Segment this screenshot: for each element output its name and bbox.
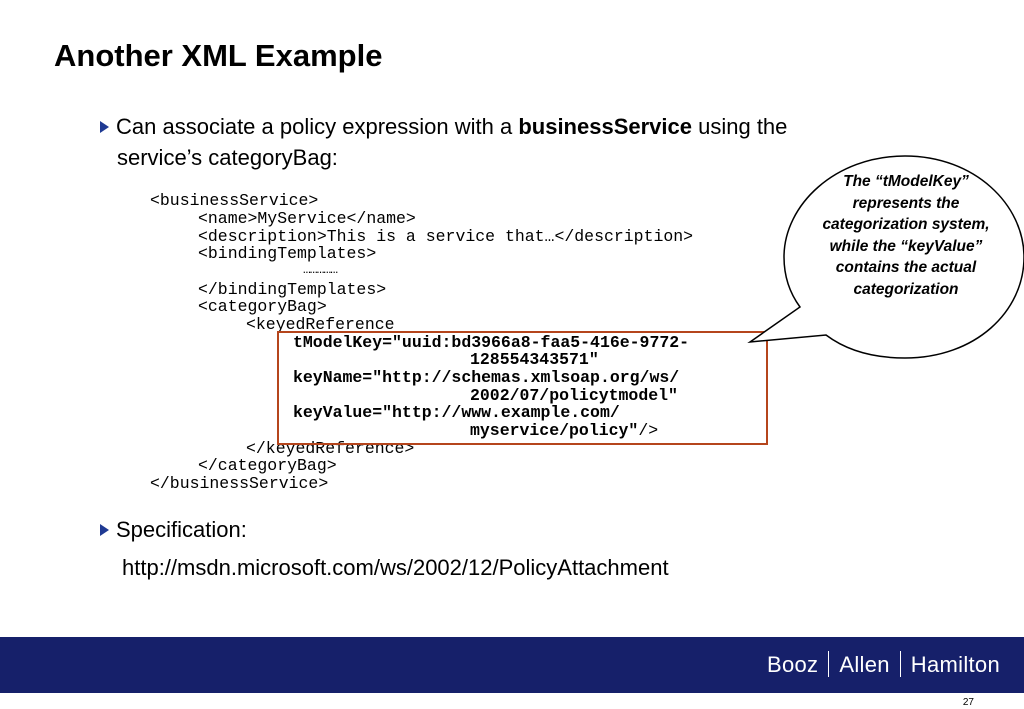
bullet-arrow-icon: [100, 524, 109, 536]
code-line: <description>This is a service that…</de…: [198, 227, 694, 246]
code-line-keyvalue: keyValue="http://www.example.com/: [293, 403, 620, 422]
code-line: myservice/policy"/>: [470, 421, 658, 440]
brand-word-allen: Allen: [839, 652, 890, 677]
code-line: </bindingTemplates>: [198, 280, 387, 299]
page-number: 27: [962, 697, 974, 708]
slide-title: Another XML Example: [54, 38, 383, 73]
bullet-specification: Specification:: [100, 514, 247, 545]
code-line: 128554343571": [470, 350, 599, 369]
code-line: 2002/07/policytmodel": [470, 386, 678, 405]
code-line: <businessService>: [150, 191, 319, 210]
bullet-policy-association: Can associate a policy expression with a…: [100, 111, 940, 173]
footer-bar: Booz Allen Hamilton: [0, 637, 1024, 693]
code-line: ……………: [303, 262, 338, 277]
brand-word-booz: Booz: [767, 652, 819, 677]
code-keyvalue-end: myservice/policy": [470, 421, 639, 440]
code-line: <name>MyService</name>: [198, 209, 416, 228]
bullet-spec-label: Specification:: [116, 517, 247, 542]
code-line: <keyedReference: [246, 315, 395, 334]
brand-word-hamilton: Hamilton: [910, 652, 1000, 677]
highlight-box: [277, 331, 768, 445]
code-line: </categoryBag>: [198, 456, 337, 475]
bullet-text-bold: businessService: [518, 114, 692, 139]
bullet-arrow-icon: [100, 121, 109, 133]
bullet-text-pre: Can associate a policy expression with a: [116, 114, 519, 139]
bullet-text-post: using the: [692, 114, 788, 139]
code-line: </businessService>: [150, 474, 329, 493]
brand-separator: [899, 651, 901, 677]
code-line-tmodelkey: tModelKey="uuid:bd3966a8-faa5-416e-9772-: [293, 333, 690, 352]
code-line: <categoryBag>: [198, 297, 327, 316]
callout-text: The “tModelKey” represents the categoriz…: [822, 173, 990, 298]
brand-separator: [828, 651, 830, 677]
code-line: <bindingTemplates>: [198, 244, 377, 263]
code-line-keyname: keyName="http://schemas.xmlsoap.org/ws/: [293, 368, 680, 387]
code-self-close: />: [638, 421, 659, 440]
specification-url[interactable]: http://msdn.microsoft.com/ws/2002/12/Pol…: [122, 555, 669, 580]
bullet-text-line2: service’s categoryBag:: [117, 145, 338, 170]
brand-logo: Booz Allen Hamilton: [767, 651, 1000, 678]
